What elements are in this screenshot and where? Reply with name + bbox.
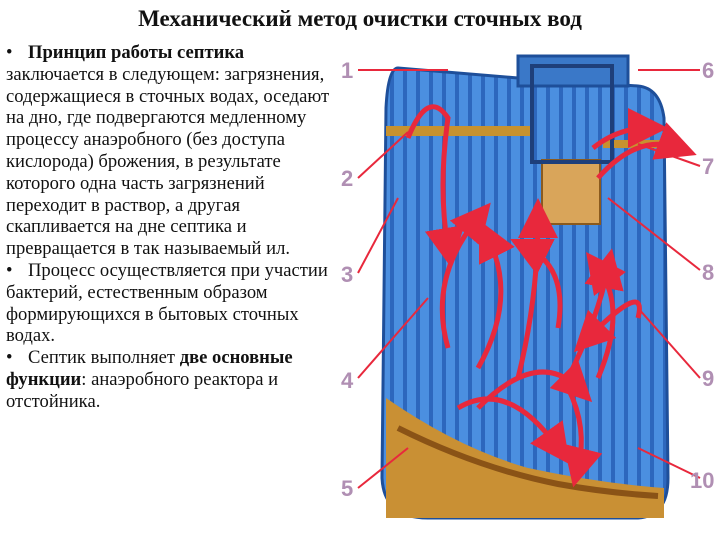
paragraph-functions: •Септик выполняет две основные функции: … xyxy=(6,347,342,412)
functions-text-a: Септик выполняет xyxy=(28,347,175,368)
label-4: 4 xyxy=(341,368,354,393)
principle-lead: Принцип работы септика xyxy=(28,42,244,63)
bullet-2: • xyxy=(6,260,28,282)
bullet-3: • xyxy=(6,347,28,369)
label-10: 10 xyxy=(690,468,714,493)
label-8: 8 xyxy=(702,260,714,285)
label-6: 6 xyxy=(702,58,714,83)
body-text: •Принцип работы септика заключается в сл… xyxy=(6,42,342,413)
slide-title: Механический метод очистки сточных вод xyxy=(0,6,720,32)
principle-text: заключается в следующем: загрязнения, со… xyxy=(6,64,329,259)
paragraph-bacteria: •Процесс осуществляется при участии бакт… xyxy=(6,260,342,347)
label-5: 5 xyxy=(341,476,353,501)
bacteria-text: Процесс осуществляется при участии бакте… xyxy=(6,260,328,346)
label-2: 2 xyxy=(341,166,353,191)
label-3: 3 xyxy=(341,262,353,287)
septic-tank-diagram: 1 2 3 4 5 6 7 8 9 10 xyxy=(338,48,718,538)
label-9: 9 xyxy=(702,366,714,391)
bullet-1: • xyxy=(6,42,28,64)
paragraph-principle: •Принцип работы септика заключается в сл… xyxy=(6,42,342,260)
label-1: 1 xyxy=(341,58,353,83)
label-7: 7 xyxy=(702,154,714,179)
filter-block xyxy=(542,160,600,224)
